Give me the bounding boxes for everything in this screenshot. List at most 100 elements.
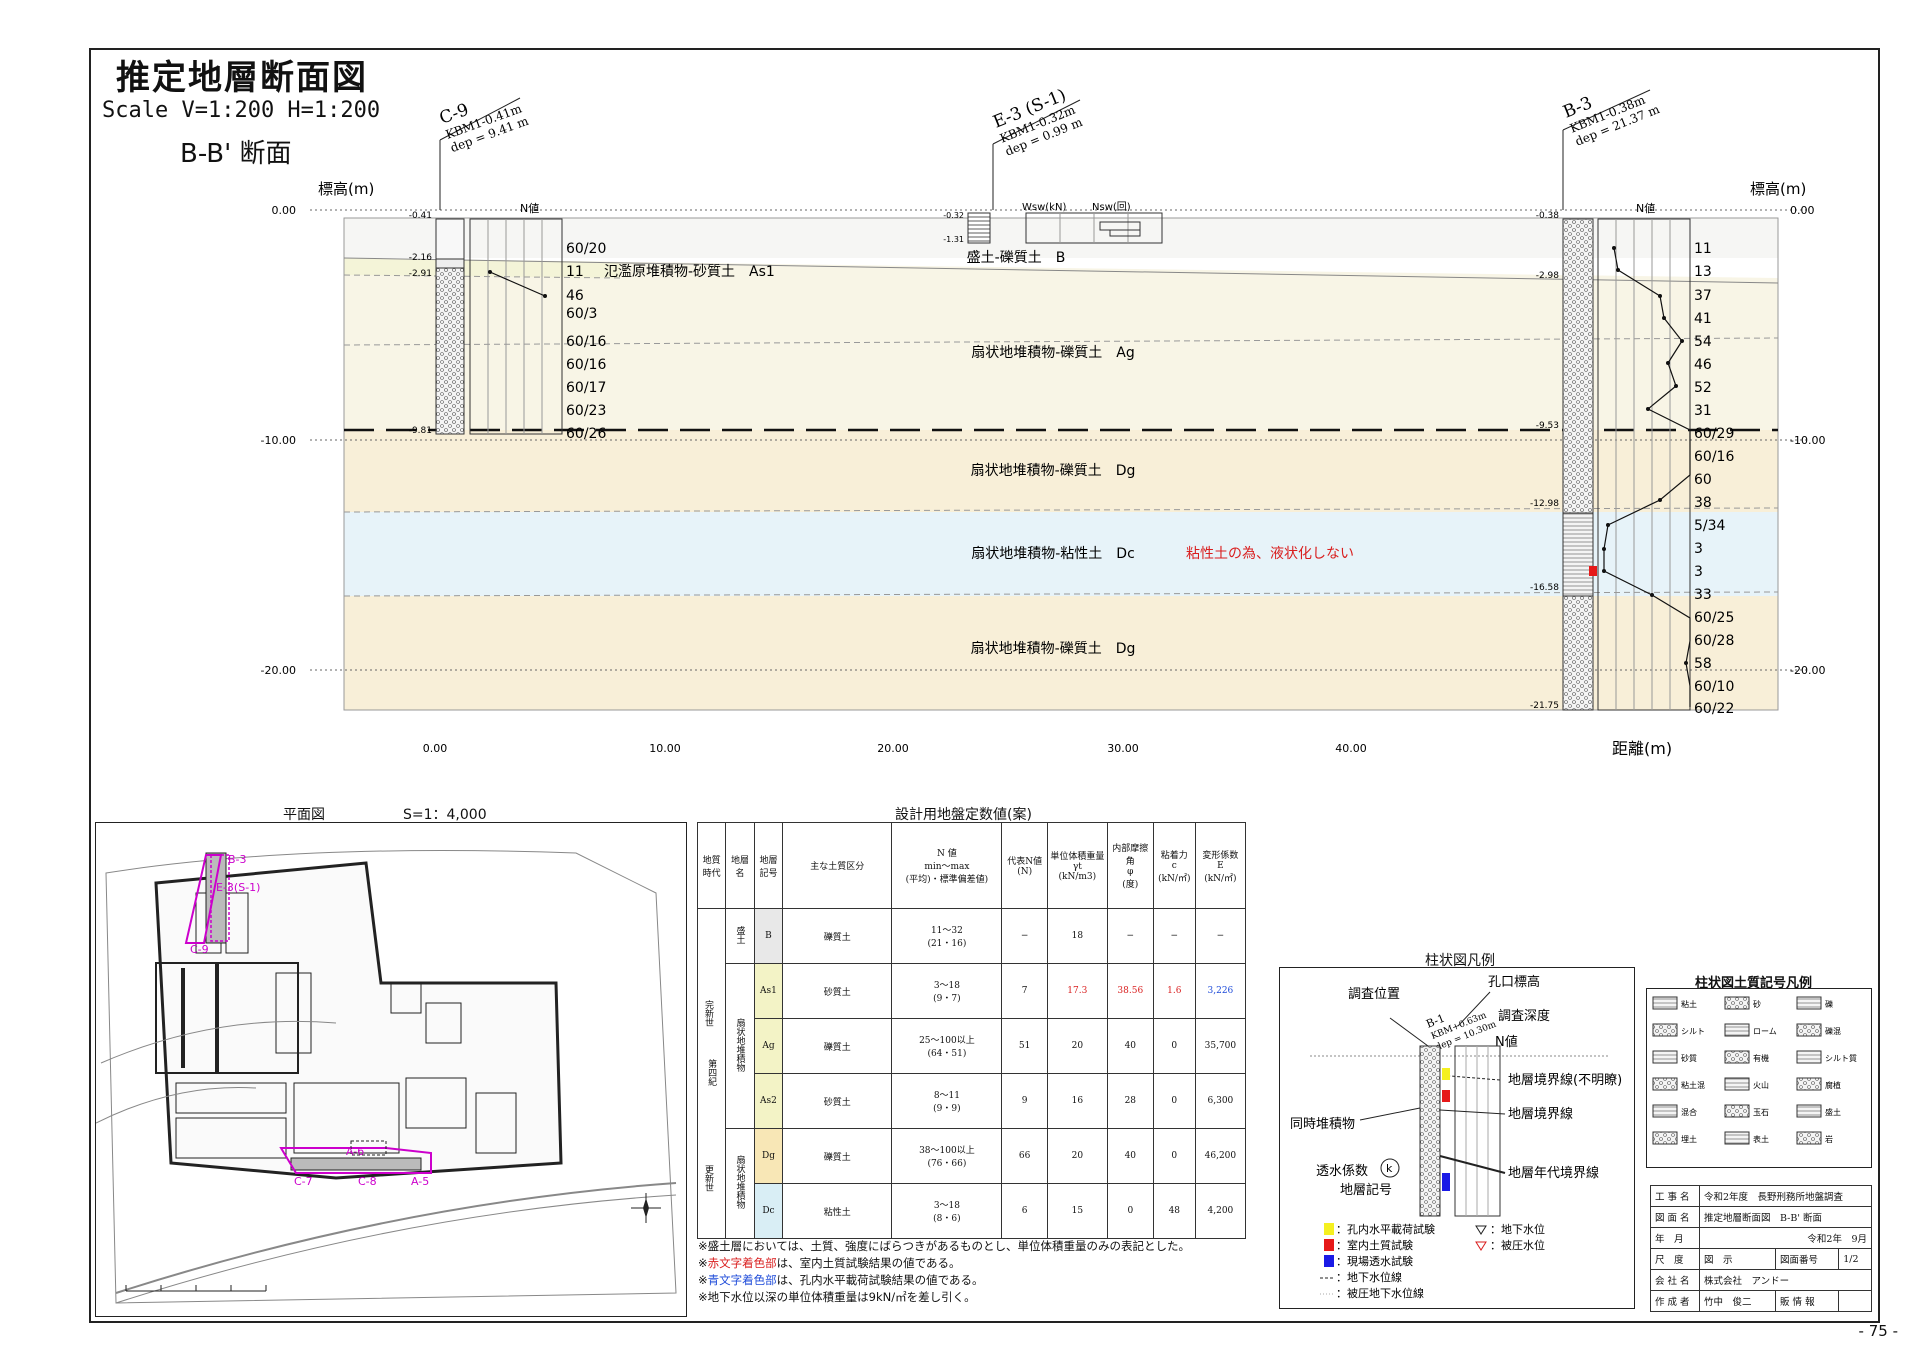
legend-item: ：孔内水平載荷試験 (1336, 1222, 1435, 1236)
borehole-b3-lab-test-marker (1589, 566, 1597, 576)
layer-as1-fill (344, 258, 620, 278)
soil-symbol-label: 礫 (1825, 999, 1833, 1009)
legend-boundary-unclear: 地層境界線(不明瞭) (1508, 1072, 1622, 1088)
label-layer-ag: 扇状地堆積物-礫質土 Ag (971, 345, 1135, 361)
borehole-c9-n-grid (469, 218, 563, 435)
boundary-dc-bottom (343, 591, 1779, 597)
label-layer-as1: 氾濫原堆積物-砂質土 As1 (604, 264, 775, 280)
th-c: 粘着力 c (kN/㎡) (1152, 822, 1196, 909)
b3-n-value: 46 (1694, 357, 1712, 373)
legend-age-boundary: 地層年代境界線 (1508, 1165, 1599, 1181)
soil-symbol-label: 腐植 (1825, 1080, 1841, 1090)
soil-symbol-swatch (1724, 1023, 1750, 1037)
c9-n-value: 46 (566, 288, 584, 304)
soil-symbol-label: ローム (1753, 1027, 1777, 1036)
th-era: 地質時代 (696, 822, 727, 909)
plan-label-b3: B-3 (228, 853, 247, 866)
cell-formation-3: 扇状地堆積物 (725, 1128, 755, 1239)
soil-symbol-label: 盛土 (1825, 1107, 1841, 1117)
borehole-b3-column (1562, 218, 1594, 711)
borehole-b3-level-1: -2.98 (1536, 271, 1560, 281)
soil-symbol-label: シルト質 (1825, 1053, 1857, 1063)
soil-symbol-swatch (1796, 1023, 1822, 1037)
b3-n-value: 58 (1694, 656, 1712, 672)
legend-survey-depth: 調査深度 (1498, 1008, 1550, 1024)
x-tick-0: 0.00 (423, 742, 448, 755)
plan-label-c9: C-9 (190, 943, 209, 956)
drawing-frame (89, 48, 1880, 1323)
c9-n-value: 60/26 (566, 426, 606, 442)
borehole-e3-nsw-label: Nsw(回) (1092, 201, 1131, 213)
boundary-ag-inner (343, 337, 1779, 346)
legend-survey-position: 調査位置 (1348, 987, 1400, 1002)
column-legend-diagram: 調査位置 孔口標高 調査深度 N値 地層境界線(不明瞭) 地層境界線 同時堆積物… (1290, 974, 1622, 1300)
params-title: 設計用地盤定数値(案) (895, 807, 1032, 823)
legend-marker-blue (1442, 1173, 1450, 1191)
soil-symbol-swatch (1796, 1131, 1822, 1145)
soil-symbol-label: 礫混 (1825, 1026, 1841, 1036)
borehole-b3-header-line (1562, 89, 1651, 131)
b3-n-value: 38 (1694, 495, 1712, 511)
note-3: ※青文字着色部は、孔内水平載荷試験結果の値である。 (698, 1273, 984, 1287)
soil-symbol-swatch (1652, 1104, 1678, 1118)
legend-gw-confined: ：被圧水位 (1490, 1238, 1545, 1252)
th-code: 地層記号 (753, 822, 784, 909)
legend-boundary: 地層境界線 (1508, 1106, 1573, 1122)
th-n: N 値 min〜max (平均)・標準偏差値) (891, 822, 1003, 909)
site-boundary (105, 850, 677, 1304)
borehole-b3-n-label: N値 (1636, 202, 1655, 215)
soil-symbol-swatch (1796, 1104, 1822, 1118)
b3-n-value: 60/10 (1694, 679, 1734, 695)
borehole-c9-level-1: -2.16 (409, 253, 433, 263)
x-axis-title: 距離(m) (1612, 739, 1672, 758)
soil-symbol-label: 玉石 (1753, 1108, 1769, 1117)
x-tick-20: 20.00 (877, 742, 909, 755)
soil-symbol-label: 粘土 (1681, 999, 1697, 1009)
b3-n-value: 41 (1694, 311, 1712, 327)
borehole-e3-top: -0.32 (943, 211, 964, 220)
legend-marker-red (1442, 1090, 1450, 1102)
plan-view-panel: B-3 E-3(S-1) C-9 A-6 C-7 C-8 A-5 (95, 822, 687, 1317)
soil-legend-grid: 粘土砂礫シルトローム礫混砂質有機シルト質粘土混火山腐植混合玉石盛土埋土表土岩 (1652, 996, 1857, 1145)
borehole-b3-level-2: -9.53 (1536, 421, 1559, 431)
column-legend-title: 柱状図凡例 (1425, 953, 1495, 969)
label-layer-dg1: 扇状地堆積物-礫質土 Dg (971, 463, 1136, 479)
plan-label-c8: C-8 (358, 1175, 377, 1188)
plan-label-c7: C-7 (294, 1175, 313, 1188)
c9-n-value: 60/17 (566, 380, 606, 396)
table-row: 第四紀 盛土 B 礫質土 11〜32(21・16) − 18 − − − (696, 908, 1247, 1239)
b3-n-value: 60/28 (1694, 633, 1734, 649)
layer-dg2-fill (344, 596, 1778, 710)
y-axis-title-right: 標高(m) (1750, 180, 1806, 198)
b3-n-value: 5/34 (1694, 518, 1726, 534)
label-layer-dg2: 扇状地堆積物-礫質土 Dg (971, 641, 1136, 657)
b3-n-value: 37 (1694, 288, 1712, 304)
b3-n-value: 60/25 (1694, 610, 1734, 626)
drawing-title: 推定地層断面図 (116, 58, 368, 98)
page-number: - 75 - (1858, 1322, 1898, 1340)
epoch-pleistocene: 更新世 (703, 1165, 713, 1192)
b3-n-value: 60/22 (1694, 701, 1734, 717)
legend-marker-yellow (1442, 1068, 1450, 1080)
soil-symbol-swatch (1796, 1077, 1822, 1091)
b3-n-value: 31 (1694, 403, 1712, 419)
plan-map[interactable]: B-3 E-3(S-1) C-9 A-6 C-7 C-8 A-5 (95, 823, 685, 1315)
b3-n-value: 54 (1694, 334, 1712, 350)
th-soil: 主な土質区分 (782, 822, 893, 909)
borehole-c9-gravel (435, 267, 465, 435)
th-gamma: 単位体積重量 γt (kN/m3) (1046, 822, 1108, 909)
x-tick-30: 30.00 (1107, 742, 1139, 755)
params-table: 地質時代 地層名 地層記号 主な土質区分 N 値 min〜max (平均)・標準… (696, 822, 1247, 1239)
table-row: As2 砂質土 8〜11(9・9) 9 16 28 0 6,300 (698, 1073, 1247, 1129)
borehole-e3-column (967, 212, 991, 244)
plan-label-a5: A-5 (411, 1175, 429, 1188)
b3-n-value: 3 (1694, 541, 1703, 557)
soil-symbol-label: シルト (1681, 1027, 1705, 1036)
b3-n-value: 11 (1694, 241, 1712, 257)
soil-symbol-swatch (1724, 1077, 1750, 1091)
section-border (343, 217, 1779, 711)
plan-title: 平面図 (283, 807, 325, 823)
borehole-c9[interactable]: C-9 KBM1-0.41m dep = 9.41 m -0.41 -2.16 … (409, 82, 607, 442)
x-tick-40: 40.00 (1335, 742, 1367, 755)
layer-dg1-fill (344, 430, 1778, 512)
